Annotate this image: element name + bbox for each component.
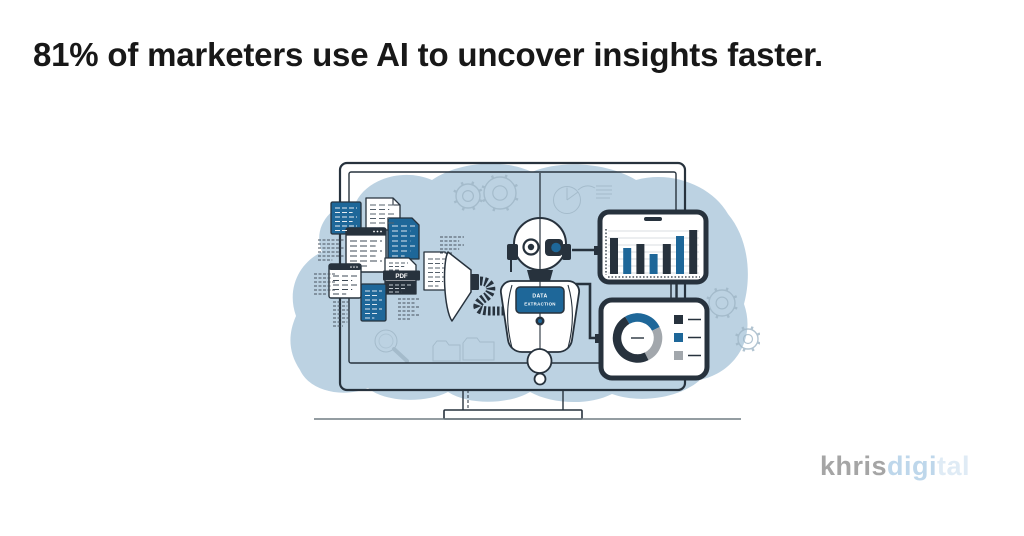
donut-chart (612, 313, 663, 363)
robot: DATA EXTRACTION (499, 173, 581, 386)
folders-sketch (432, 337, 495, 362)
brand-part-pale: tal (936, 451, 970, 481)
donut-chart-tablet (595, 297, 710, 381)
document-text-lines (333, 204, 447, 319)
list-lines-sketch (596, 185, 612, 199)
brand-watermark: khrisdigital (820, 451, 970, 482)
pdf-label: PDF (395, 273, 408, 280)
donut-legend (674, 315, 701, 360)
connector-lines (572, 248, 678, 340)
robot-ball (526, 348, 553, 374)
brand-part-blue: digi (886, 451, 937, 481)
robot-neck (527, 270, 553, 281)
robot-panel-line2: EXTRACTION (524, 302, 556, 307)
brand-part-gray: khris (819, 451, 887, 481)
funnel (443, 251, 479, 322)
browser-window-2 (328, 263, 362, 299)
ai-data-extraction-illustration: PDF (290, 161, 760, 420)
document-stack: PDF (314, 197, 464, 327)
pie-chart-sketch (553, 185, 596, 214)
bar-chart-tablet (594, 209, 709, 285)
robot-panel-line1: DATA (532, 294, 547, 300)
document-blue-2 (387, 217, 420, 260)
robot-ear-right (562, 244, 571, 260)
bar-chart-bars (610, 230, 698, 274)
background-sketches (374, 174, 760, 363)
document-blue-3 (360, 283, 387, 322)
magnifier-sketch (374, 329, 409, 363)
gears-sketch (453, 174, 760, 352)
robot-ear-left (507, 244, 518, 260)
headline: 81% of marketers use AI to uncover insig… (33, 36, 824, 73)
robot-chest-panel (515, 286, 565, 314)
paragraph-sketches (314, 236, 464, 327)
conveyor-tube (473, 276, 527, 316)
